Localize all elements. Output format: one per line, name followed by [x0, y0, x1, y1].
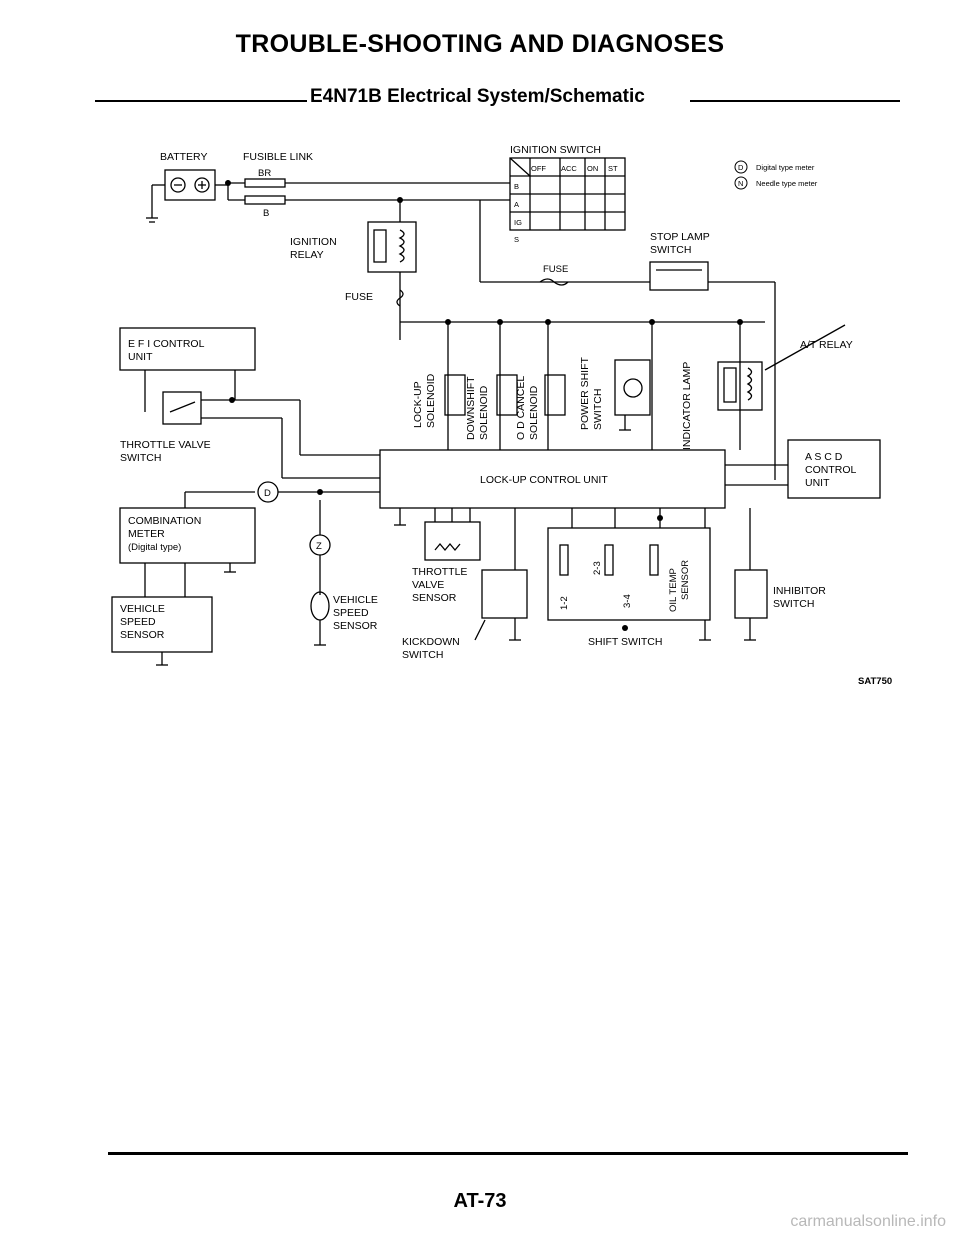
ign-row-s: S — [514, 235, 519, 244]
kickdown-label-1: KICKDOWN — [402, 636, 460, 648]
ignition-relay-label-2: RELAY — [290, 249, 324, 261]
ignition-relay-label-1: IGNITION — [290, 236, 337, 248]
vss-right-label-1: VEHICLE — [333, 594, 378, 606]
vss-left-label-1: VEHICLE — [120, 603, 165, 615]
footer-rule — [108, 1152, 908, 1155]
ign-col-off: OFF — [531, 164, 546, 173]
vss-right-label-2: SPEED — [333, 607, 369, 619]
fuse-upper-label: FUSE — [543, 264, 568, 275]
throttle-sensor-label-3: SENSOR — [412, 592, 457, 604]
efi-label-2: UNIT — [128, 351, 153, 363]
stop-lamp-label-2: SWITCH — [650, 244, 691, 256]
downshift-label-2: SOLENOID — [478, 385, 490, 440]
section-subtitle: E4N71B Electrical System/Schematic — [310, 86, 645, 107]
combination-label-3: (Digital type) — [128, 542, 181, 553]
page-number: AT-73 — [453, 1190, 507, 1212]
shift-34-label: 3-4 — [622, 594, 633, 608]
ascd-label-2: CONTROL — [805, 464, 856, 476]
vss-left-label-3: SENSOR — [120, 629, 165, 641]
page-title: TROUBLE-SHOOTING AND DIAGNOSES — [235, 30, 725, 58]
ign-col-on: ON — [587, 164, 598, 173]
od-cancel-label-2: SOLENOID — [528, 385, 540, 440]
shift-12-label: 1-2 — [559, 596, 570, 610]
battery-label: BATTERY — [160, 151, 207, 163]
throttle-sensor-label-1: THROTTLE — [412, 566, 467, 578]
power-shift-label-1: POWER SHIFT — [579, 356, 591, 430]
downshift-label-1: DOWNSHIFT — [465, 376, 477, 440]
ascd-label-3: UNIT — [805, 477, 830, 489]
stop-lamp-label-1: STOP LAMP — [650, 231, 710, 243]
fusible-link-label: FUSIBLE LINK — [243, 151, 313, 163]
lockup-unit-label: LOCK-UP CONTROL UNIT — [480, 474, 608, 486]
subtitle-rule-left — [95, 100, 307, 102]
legend-d-symbol: D — [738, 163, 744, 172]
d-marker: D — [264, 488, 271, 499]
lockup-solenoid-label-1: LOCK-UP — [412, 381, 424, 428]
ascd-label-1: A S C D — [805, 451, 843, 463]
efi-label-1: E F I CONTROL — [128, 338, 205, 350]
battery-symbol — [146, 169, 228, 223]
ignition-switch-grid — [509, 157, 626, 231]
power-shift-label-2: SWITCH — [592, 389, 604, 430]
ign-row-b: B — [514, 182, 519, 191]
od-cancel-label-1: O D CANCEL — [515, 376, 527, 440]
legend-needle: Needle type meter — [756, 179, 818, 188]
kickdown-label-2: SWITCH — [402, 649, 443, 661]
subtitle-rule-right — [690, 100, 900, 102]
legend-digital: Digital type meter — [756, 163, 815, 172]
watermark: carmanualsonline.info — [790, 1213, 946, 1230]
vss-left-label-2: SPEED — [120, 616, 156, 628]
throttle-switch-label-2: SWITCH — [120, 452, 161, 464]
ignition-switch-label: IGNITION SWITCH — [510, 144, 601, 156]
junction-dots — [225, 180, 743, 631]
b-label: B — [263, 208, 269, 219]
inhibitor-label-1: INHIBITOR — [773, 585, 826, 597]
z-marker: Z — [316, 541, 322, 552]
vss-right-label-3: SENSOR — [333, 620, 378, 632]
figure-code: SAT750 — [858, 676, 892, 687]
fuse-left-label: FUSE — [345, 291, 373, 303]
indicator-lamp-label: INDICATOR LAMP — [681, 362, 693, 450]
ign-row-a: A — [514, 200, 519, 209]
ign-col-st: ST — [608, 164, 618, 173]
inhibitor-label-2: SWITCH — [773, 598, 814, 610]
throttle-sensor-label-2: VALVE — [412, 579, 444, 591]
combination-label-1: COMBINATION — [128, 515, 201, 527]
shift-23-label: 2-3 — [592, 561, 603, 575]
throttle-switch-label-1: THROTTLE VALVE — [120, 439, 211, 451]
ign-row-ig: IG — [514, 218, 522, 227]
oil-temp-label-2: SENSOR — [680, 560, 691, 600]
at-relay-label: A/T RELAY — [800, 339, 853, 351]
shift-switch-label: SHIFT SWITCH — [588, 636, 662, 648]
oil-temp-label-1: OIL TEMP — [668, 568, 679, 612]
ignition-relay-symbol — [367, 200, 417, 340]
legend-n-symbol: N — [738, 179, 743, 188]
fusible-link-symbol — [227, 178, 510, 205]
combination-label-2: METER — [128, 528, 165, 540]
lockup-solenoid-label-2: SOLENOID — [425, 373, 437, 428]
wiring-schematic: BATTERY FUSIBLE LINK BR B IGNITION SWITC… — [111, 144, 892, 687]
ign-col-acc: ACC — [561, 164, 577, 173]
br-label: BR — [258, 168, 271, 179]
